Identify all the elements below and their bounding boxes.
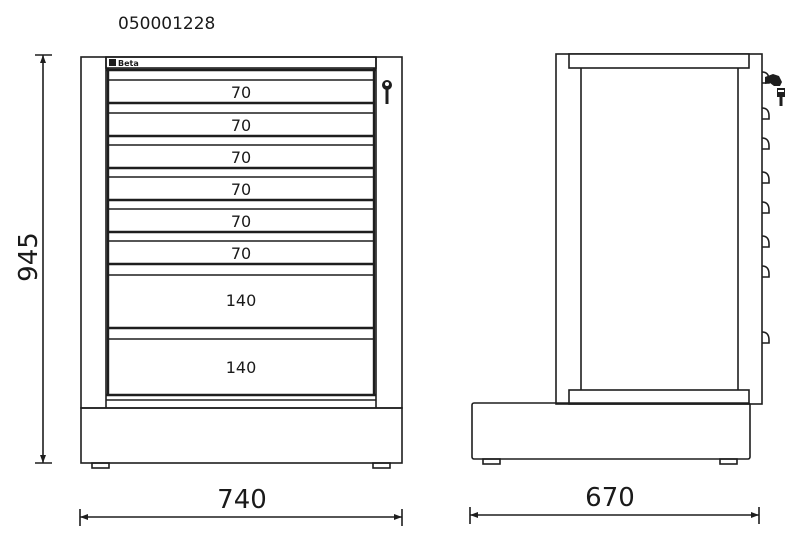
handle-icon: [761, 201, 770, 214]
front-foot-right: [372, 462, 391, 469]
depth-dimension: 670: [469, 483, 760, 524]
drawer-5[interactable]: 70: [108, 208, 374, 234]
side-foot-left: [482, 458, 501, 465]
drawer-3-label: 70: [231, 148, 251, 167]
drawer-1-label: 70: [231, 83, 251, 102]
height-value: 945: [14, 232, 44, 282]
side-top-rail: [568, 53, 750, 69]
drawer-7[interactable]: 140: [108, 274, 374, 330]
height-dimension: 945: [14, 54, 52, 464]
side-panel-outer: [555, 53, 763, 405]
handle-icon: [761, 331, 770, 344]
front-base-plinth: [80, 407, 403, 464]
side-base-plinth: [471, 402, 751, 460]
drawer-8[interactable]: 140: [108, 338, 374, 377]
width-value: 740: [217, 485, 267, 515]
front-foot-left: [91, 462, 110, 469]
width-dimension: 740: [79, 485, 403, 526]
handle-icon: [761, 137, 770, 150]
drawer-6[interactable]: 70: [108, 240, 374, 266]
handle-icon: [761, 171, 770, 184]
drawer-7-label: 140: [226, 291, 257, 310]
drawer-2[interactable]: 70: [108, 112, 374, 138]
product-code: 050001228: [118, 14, 215, 34]
arrow-down-icon: [40, 455, 46, 463]
brand-label: Beta: [118, 59, 139, 68]
depth-value: 670: [585, 483, 635, 513]
drawer-5-label: 70: [231, 212, 251, 231]
handle-icon: [761, 265, 770, 278]
handle-icon: [761, 235, 770, 248]
drawer-2-label: 70: [231, 116, 251, 135]
drawer-4-label: 70: [231, 180, 251, 199]
front-view: Beta 70 70 70 70: [80, 56, 403, 469]
handle-icon: [761, 107, 770, 120]
drawer-6-label: 70: [231, 244, 251, 263]
side-view: [471, 53, 785, 465]
drawer-1[interactable]: 70: [108, 79, 374, 105]
drawer-8-label: 140: [226, 358, 257, 377]
key-lock-icon: [765, 74, 785, 106]
arrow-left-icon: [80, 514, 88, 520]
drawer-4[interactable]: 70: [108, 176, 374, 202]
arrow-right-icon: [751, 512, 759, 518]
arrow-right-icon: [394, 514, 402, 520]
drawer-handles: [761, 71, 770, 344]
side-foot-right: [719, 458, 738, 465]
arrow-up-icon: [40, 55, 46, 63]
drawer-3[interactable]: 70: [108, 144, 374, 170]
side-bottom-rail: [568, 389, 750, 405]
key-lock-icon: [382, 80, 392, 104]
top-brand-strip: [105, 56, 377, 69]
arrow-left-icon: [470, 512, 478, 518]
beta-logo-icon: [109, 59, 116, 66]
